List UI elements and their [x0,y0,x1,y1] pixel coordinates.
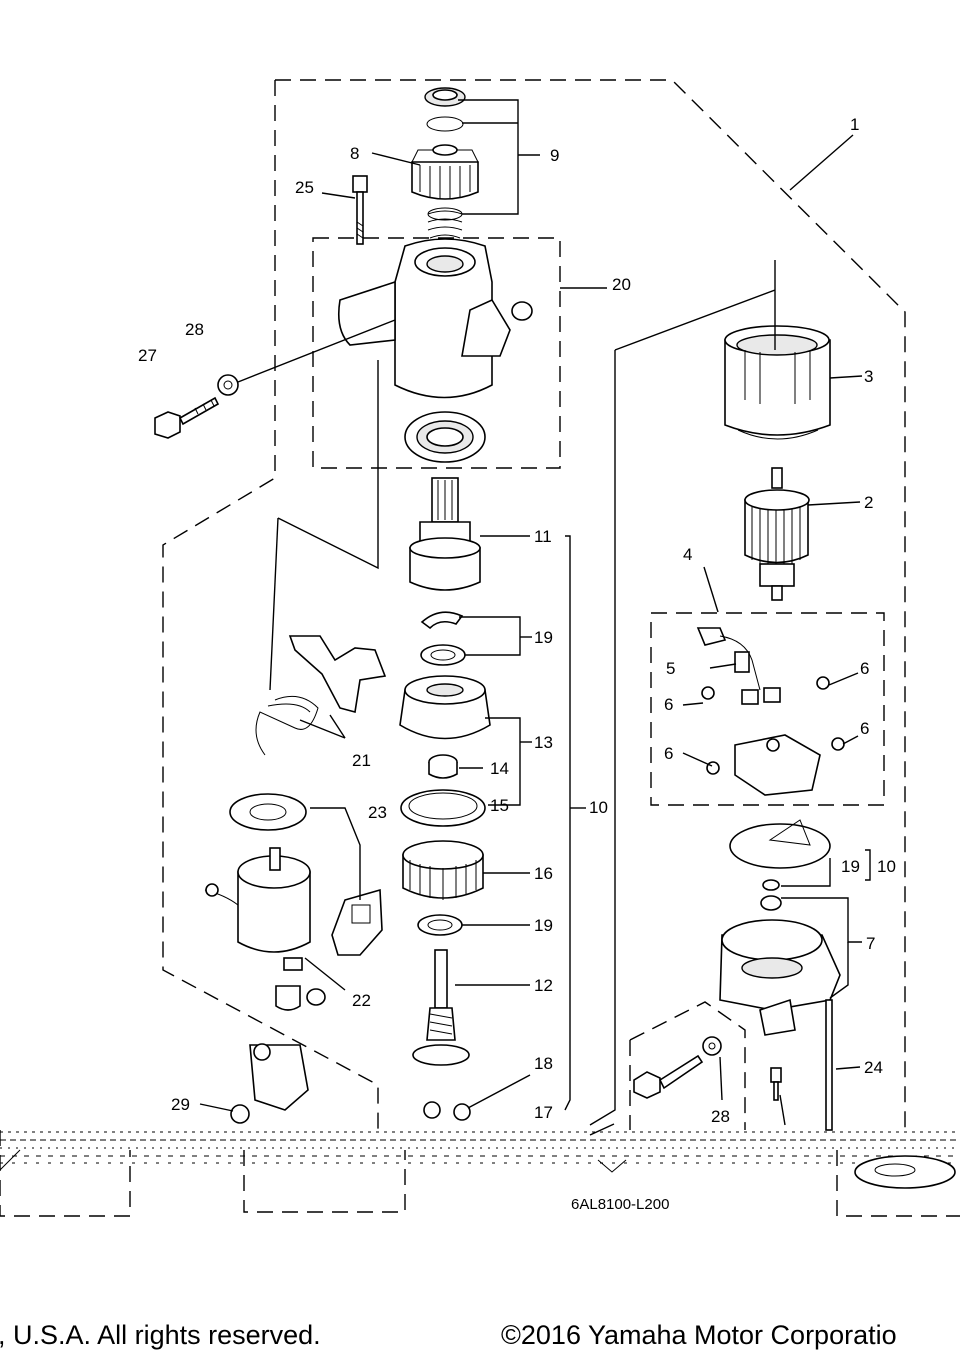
callout-6a: 6 [860,659,869,678]
callout-5: 5 [666,659,675,678]
rear-cover-7 [719,819,841,1036]
callout-10a: 10 [589,798,608,817]
pinion-gear-group [411,87,479,239]
callout-3: 3 [864,367,873,386]
scan-artifact-band [0,1131,960,1164]
callout-19a: 19 [534,628,553,647]
leader-lines [199,99,871,1136]
bolt-24 [825,999,833,1131]
callout-14: 14 [490,759,509,778]
callout-17: 17 [534,1103,553,1122]
bolt-25 [352,175,368,245]
callout-16: 16 [534,864,553,883]
callout-2: 2 [864,493,873,512]
callout-23: 23 [368,803,387,822]
diagram-code: 6AL8100-L200 [571,1196,669,1213]
solenoid-22 [204,847,383,1124]
callout-22: 22 [352,991,371,1010]
callout-1: 1 [850,115,859,134]
footer-copyright-text: ©2016 Yamaha Motor Corporatio [501,1320,897,1350]
callout-13: 13 [534,733,553,752]
callout-19c: 19 [841,857,860,876]
callout-24: 24 [864,1058,883,1077]
callout-10b: 10 [877,857,896,876]
gasket-23 [229,793,307,831]
footer-rights-text: on, U.S.A. All rights reserved. [0,1320,321,1350]
callout-12: 12 [534,976,553,995]
callout-15: 15 [490,796,509,815]
drive-stack-10 [399,477,491,1121]
callout-25: 25 [295,178,314,197]
callout-7: 7 [866,934,875,953]
callout-21: 21 [352,751,371,770]
callout-6b: 6 [664,695,673,714]
callout-28b: 28 [711,1107,730,1126]
brush-holder-4 [696,627,845,796]
front-housing-20 [337,238,533,463]
callout-18: 18 [534,1054,553,1073]
callout-4: 4 [683,545,692,564]
callout-27: 27 [138,346,157,365]
armature-2 [744,467,810,601]
callout-labels: 1 2 3 4 5 6 6 6 6 7 8 9 10 10 11 12 13 1… [138,115,896,1213]
bolt-washer-28b [633,1036,782,1101]
bottom-plate [0,1149,956,1189]
copyright-footer: on, U.S.A. All rights reserved. ©2016 Ya… [0,1320,960,1360]
shift-lever-21 [255,635,387,756]
callout-11: 11 [534,527,552,546]
assembly-outline [0,79,960,1217]
callout-8: 8 [350,144,359,163]
callout-9: 9 [550,146,559,165]
callout-6d: 6 [664,744,673,763]
callout-19b: 19 [534,916,553,935]
bolt-27-washer-28 [154,319,396,439]
callout-6c: 6 [860,719,869,738]
callout-20: 20 [612,275,631,294]
yoke-3 [724,325,831,440]
callout-29: 29 [171,1095,190,1114]
callout-28a: 28 [185,320,204,339]
